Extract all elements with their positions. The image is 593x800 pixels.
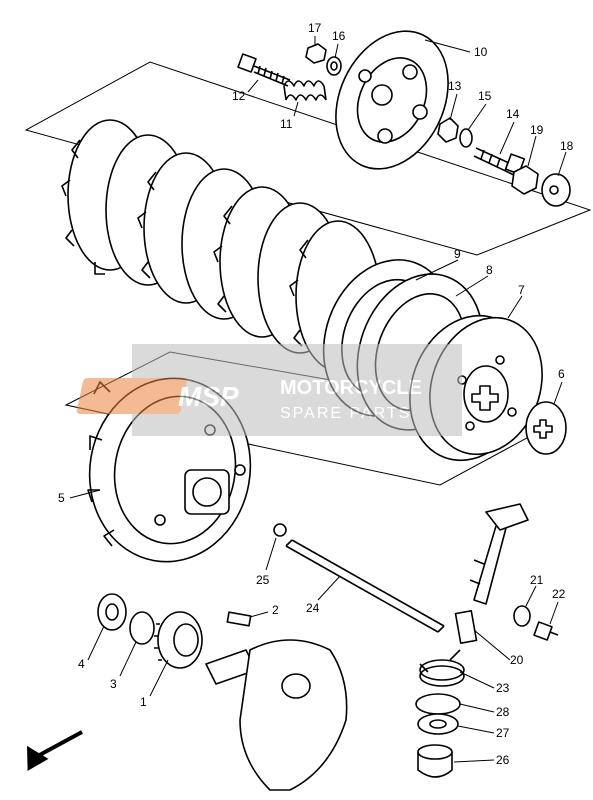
callout-labels: 17 16 10 12 11 13 15 14 19 18 9 8 7 6 5 … [58, 21, 574, 767]
washer-4 [97, 593, 127, 631]
push-rod [285, 539, 445, 633]
key [226, 611, 252, 627]
callout-5: 5 [58, 491, 65, 505]
thrust-washer [525, 401, 567, 455]
lock-nut [437, 117, 459, 143]
torsion-spring [419, 649, 465, 687]
callout-8: 8 [486, 263, 493, 277]
washer-18 [541, 173, 571, 207]
callout-1: 1 [140, 695, 147, 709]
callout-24: 24 [306, 601, 320, 615]
arrow-down-left-icon [27, 730, 83, 771]
callout-6: 6 [558, 367, 565, 381]
callout-9: 9 [454, 247, 461, 261]
watermark-band [132, 344, 462, 436]
lock-washer [129, 611, 155, 645]
bushing [417, 744, 453, 778]
callout-15: 15 [478, 89, 492, 103]
crankshaft [205, 639, 348, 791]
callout-12: 12 [232, 89, 246, 103]
callout-28: 28 [496, 705, 510, 719]
callout-20: 20 [510, 653, 524, 667]
bolt [237, 53, 291, 87]
primary-drive-gear [154, 611, 203, 669]
callout-11: 11 [280, 117, 293, 131]
watermark: MSP MOTORCYCLE SPARE PARTS [76, 344, 462, 436]
callout-25: 25 [256, 573, 270, 587]
circlip [415, 693, 461, 715]
adjuster-nut [511, 165, 539, 195]
callout-21: 21 [530, 573, 544, 587]
callout-22: 22 [552, 587, 566, 601]
callout-26: 26 [496, 753, 510, 767]
watermark-logo [76, 378, 187, 414]
steel-ball [273, 523, 287, 537]
leader-lines [69, 36, 567, 763]
callout-4: 4 [78, 657, 85, 671]
callout-18: 18 [560, 139, 574, 153]
washer-21 [513, 605, 531, 627]
callout-23: 23 [496, 681, 510, 695]
oil-seal [417, 713, 459, 735]
clutch-plate-stack [61, 119, 381, 372]
bolt-22 [533, 621, 559, 641]
callout-7: 7 [518, 283, 525, 297]
callout-17: 17 [308, 21, 322, 35]
o-ring [459, 128, 473, 148]
callout-13: 13 [448, 79, 462, 93]
pressure-plate [335, 30, 449, 170]
nut [305, 43, 327, 64]
clutch-spring [283, 80, 327, 101]
callout-19: 19 [530, 123, 544, 137]
callout-27: 27 [496, 726, 510, 740]
watermark-line2: SPARE PARTS [280, 405, 411, 422]
push-lever-shaft [454, 503, 529, 644]
callout-14: 14 [506, 107, 520, 121]
callout-3: 3 [110, 677, 117, 691]
plate-group-outline [24, 61, 592, 256]
washer [326, 56, 342, 76]
callout-2: 2 [272, 603, 279, 617]
callout-16: 16 [332, 29, 346, 43]
callout-10: 10 [474, 45, 488, 59]
watermark-line1: MOTORCYCLE [280, 377, 422, 399]
watermark-logo-text: MSP [178, 381, 239, 412]
